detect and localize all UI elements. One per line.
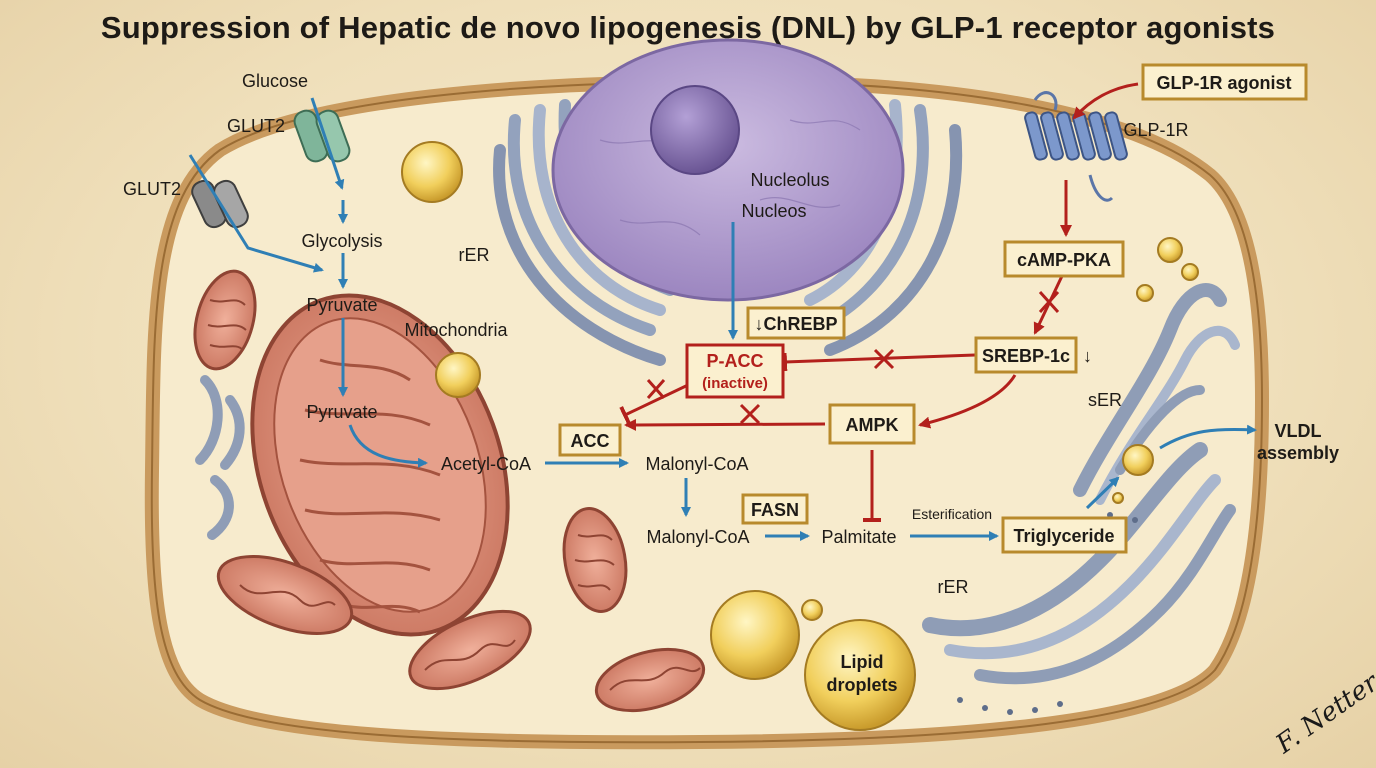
box-acc: ACC [558,423,622,457]
label-fasn: FASN [751,500,799,520]
label-chrebp: ↓ChREBP [754,314,837,334]
box-camp-pka: cAMP-PKA [1003,240,1125,278]
box-glp1r-agonist: GLP-1R agonist [1141,63,1308,101]
label-pacc-inactive: (inactive) [702,375,768,392]
mitochondrion-small-2 [216,555,354,635]
label-glut2-left: GLUT2 [123,179,181,199]
diagram-title: Suppression of Hepatic de novo lipogenes… [100,10,1276,45]
mitochondrion-small-3 [408,609,532,691]
label-glucose: Glucose [242,71,308,91]
box-srebp: SREBP-1c [974,336,1078,374]
label-glp1r-agonist: GLP-1R agonist [1156,73,1291,93]
mitochondrion-large [250,293,510,637]
arrow-vldl [1159,424,1257,450]
label-nucleus: Nucleos [741,201,806,221]
label-rer-top: rER [459,245,490,265]
label-acc: ACC [571,431,610,451]
block-marks [646,290,1060,425]
inhibit-ampk-acc [624,418,826,431]
arrow-tg-ser [1085,476,1120,510]
label-pyruvate-2: Pyruvate [306,402,377,422]
mitochondrion-small-1 [193,269,257,371]
srebp-down-arrow: ↓ [1083,346,1092,366]
nucleolus [650,85,740,175]
arrow-srebp-ampk [918,374,1017,429]
arrow-glucose-in [310,97,345,190]
inhibit-pacc-acc [619,383,689,424]
label-palmitate: Palmitate [821,527,896,547]
label-malonyl-coa-2: Malonyl-CoA [646,527,749,547]
label-pyruvate-1: Pyruvate [306,295,377,315]
label-lipid: Lipid [841,652,884,672]
arrow-glut2-left-in [188,154,324,273]
label-glycolysis: Glycolysis [301,231,382,251]
box-chrebp: ↓ChREBP [746,306,846,340]
mitochondrion-small-4 [562,507,628,613]
label-vldl: VLDL [1275,421,1322,441]
red-arrows [619,82,1139,522]
box-triglyceride: Triglyceride [1001,516,1128,554]
label-ser: sER [1088,390,1122,410]
box-ampk: AMPK [828,403,916,445]
glut2-transporter-top [293,109,351,163]
label-lipid-droplets: droplets [826,675,897,695]
label-glp1r: GLP-1R [1123,120,1188,140]
label-srebp: SREBP-1c [982,346,1070,366]
arrow-pyruvate-acetyl [348,424,428,468]
label-triglyceride: Triglyceride [1013,526,1114,546]
label-malonyl-coa-1: Malonyl-CoA [645,454,748,474]
rough-er-bottom [922,442,1236,685]
nucleus [551,38,905,302]
label-camp-pka: cAMP-PKA [1017,250,1111,270]
label-esterification: Esterification [912,506,992,522]
label-nucleolus: Nucleolus [750,170,829,190]
mitochondrion-small-5 [594,647,706,713]
label-vldl-assembly: assembly [1257,443,1339,463]
artist-signature: F. Netter [1270,667,1376,760]
label-pacc: P-ACC [707,351,764,371]
glut2-transporter-left [191,179,249,229]
box-fasn: FASN [741,493,809,525]
box-pacc: P-ACC (inactive) [685,343,785,399]
arrow-agonist-receptor [1072,82,1139,120]
label-mitochondria: Mitochondria [404,320,508,340]
rough-er-left [195,375,245,540]
label-ampk: AMPK [846,415,899,435]
label-rer-bottom: rER [938,577,969,597]
label-glut2-top: GLUT2 [227,116,285,136]
label-acetyl-coa: Acetyl-CoA [441,454,531,474]
blue-arrows [188,97,1257,541]
signature-text: F. Netter [1270,667,1376,760]
inhibit-srebp-pacc [782,352,976,372]
lipid-droplets [401,141,1199,731]
